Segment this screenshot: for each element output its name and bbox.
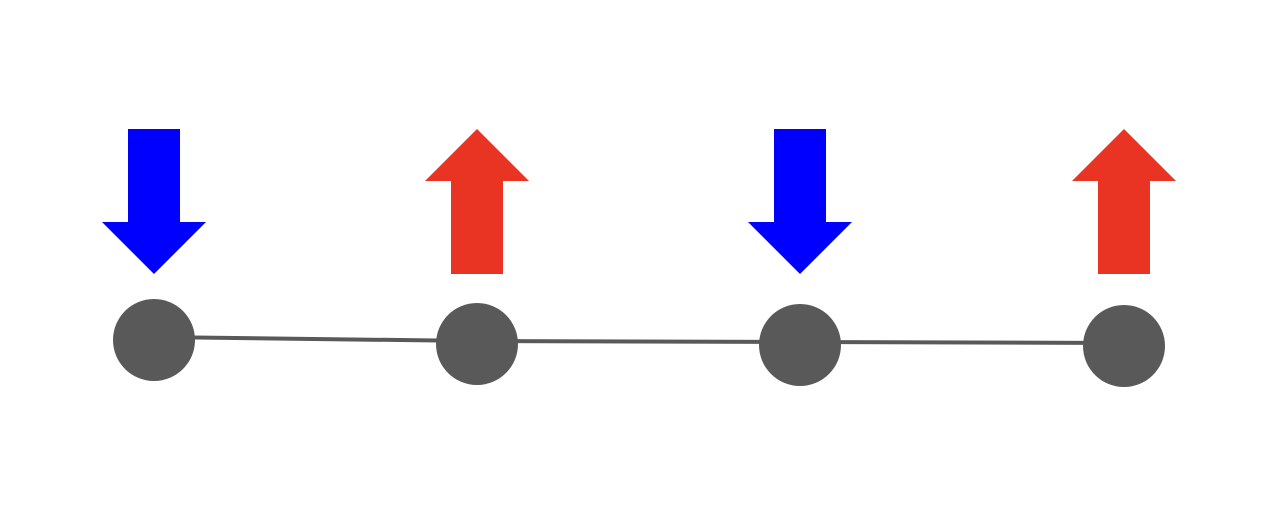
site-node-2	[436, 303, 518, 385]
arrow-up-icon-2	[425, 129, 529, 274]
nodes-layer	[113, 299, 1165, 387]
arrow-down-icon-3	[748, 129, 852, 274]
bond-2-3	[476, 339, 801, 344]
bonds-layer	[153, 335, 1125, 345]
bond-3-4	[799, 340, 1125, 345]
site-node-3	[759, 304, 841, 386]
spin-arrows-layer	[102, 129, 1176, 274]
bond-1-2	[153, 335, 478, 343]
arrow-down-icon-1	[102, 129, 206, 274]
arrow-up-icon-4	[1072, 129, 1176, 274]
site-node-1	[113, 299, 195, 381]
site-node-4	[1083, 305, 1165, 387]
